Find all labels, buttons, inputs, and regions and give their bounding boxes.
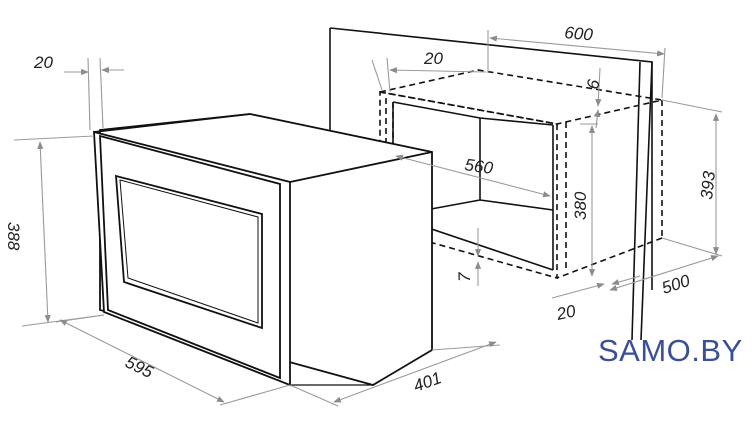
brand-logo: SAMO.BY — [598, 333, 743, 368]
wall-panel — [329, 27, 653, 341]
dim-label-inner-height: 380 — [571, 191, 590, 220]
dim-label-gap-top: 6 — [583, 78, 603, 91]
dim-label-bottom-gap: 7 — [455, 272, 474, 282]
oven-window — [115, 174, 263, 330]
dim-label-niche-width: 600 — [564, 23, 594, 44]
dim-label-niche-offset: 20 — [423, 49, 443, 68]
dim-label-front-depth: 20 — [33, 53, 53, 72]
dim-label-width: 595 — [122, 353, 156, 383]
dim-label-front-offset: 20 — [554, 301, 578, 324]
dim-label-depth: 500 — [659, 271, 692, 298]
dim-label-height: 388 — [4, 222, 23, 251]
dim-label-inner-width: 560 — [463, 155, 494, 178]
oven — [93, 113, 433, 387]
dimension-lines — [13, 30, 723, 407]
dim-label-body-depth: 401 — [411, 368, 444, 396]
dim-label-outer-height: 393 — [697, 170, 719, 201]
